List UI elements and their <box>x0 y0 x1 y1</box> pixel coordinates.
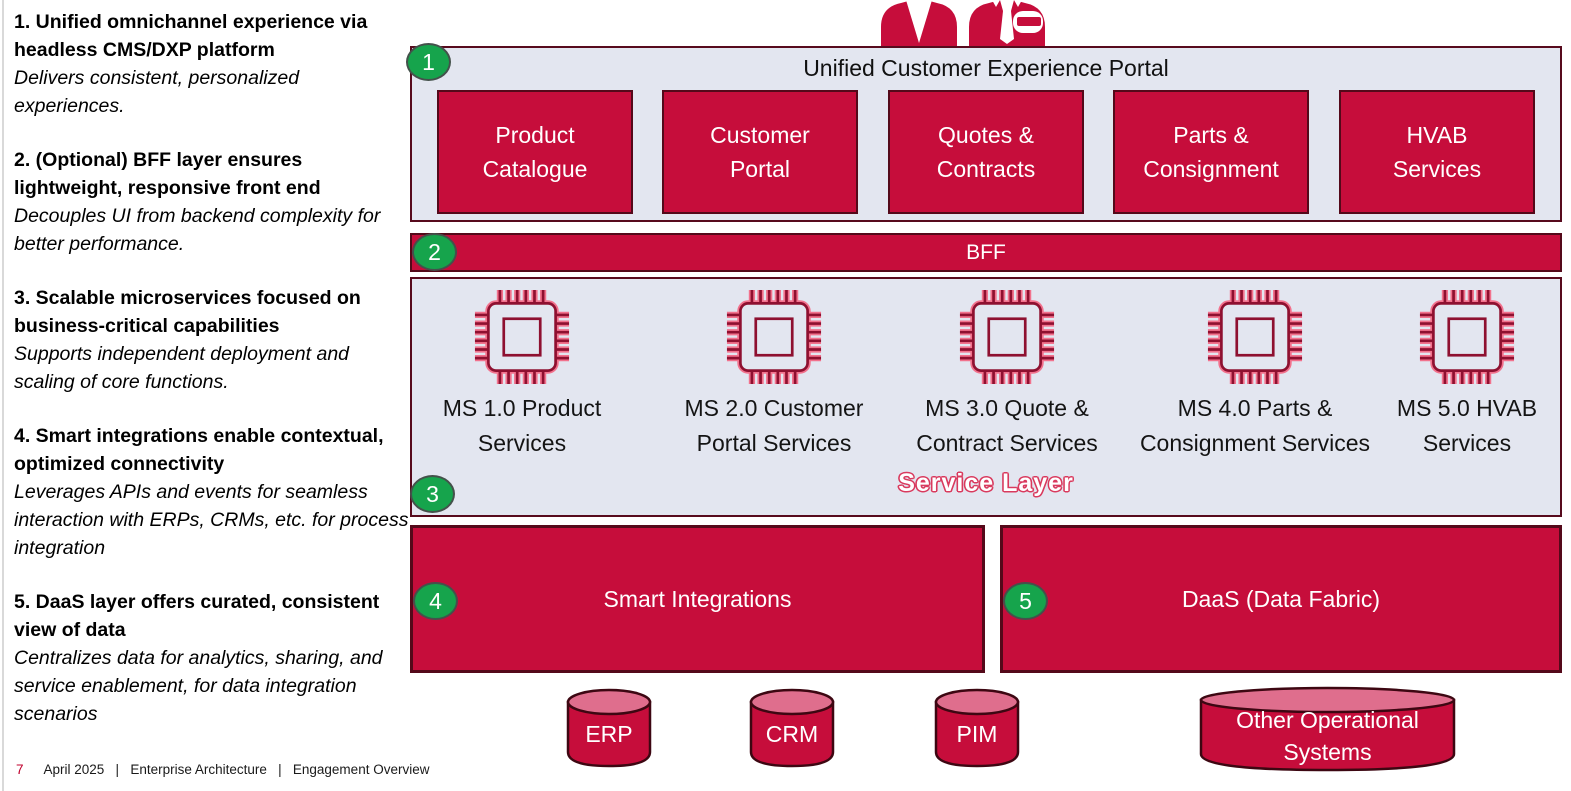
note-heading: 5. DaaS layer offers curated, consistent… <box>14 591 380 641</box>
note-heading: 1. Unified omnichannel experience via he… <box>14 11 368 61</box>
service-layer-panel: MS 1.0 Product Services MS 2.0 Customer … <box>410 277 1562 517</box>
app-label-line: HVAB <box>1406 122 1468 148</box>
marker-badge: 2 <box>412 233 457 271</box>
service-label: MS 4.0 Parts & Consignment Services <box>1115 391 1395 461</box>
app-label-line: Consignment <box>1143 156 1279 182</box>
service-label-line: MS 1.0 Product <box>442 395 602 421</box>
collar-notch <box>992 0 1000 7</box>
bff-bar: BFF <box>410 233 1562 272</box>
portal-app-box: Customer Portal <box>662 90 858 214</box>
service-column: MS 3.0 Quote & Contract Services <box>867 289 1147 461</box>
service-label: MS 1.0 Product Services <box>382 391 662 461</box>
service-label-line: MS 3.0 Quote & <box>925 395 1089 421</box>
service-label-line: MS 2.0 Customer <box>684 395 864 421</box>
smart-integrations-box: Smart Integrations <box>410 525 985 673</box>
datastore-cylinder: PIM <box>933 688 1021 768</box>
database-icon <box>566 688 652 768</box>
datastore-cylinder: Other Operational Systems <box>1198 686 1457 772</box>
service-layer-caption: Service Layer <box>898 469 1074 497</box>
datastore-label: ERP <box>585 721 633 747</box>
portal-app-box: HVAB Services <box>1339 90 1535 214</box>
chip-icon <box>959 289 1055 385</box>
app-label-line: Parts & <box>1173 122 1249 148</box>
minus-icon <box>1017 17 1041 26</box>
service-column: MS 5.0 HVAB Services <box>1327 289 1571 461</box>
marker-badge: 5 <box>1003 582 1048 620</box>
bff-label: BFF <box>966 240 1006 264</box>
marker-number: 2 <box>428 238 441 265</box>
service-column: MS 2.0 Customer Portal Services <box>634 289 914 461</box>
marker-badge: 1 <box>406 43 451 81</box>
portal-app-box: Parts & Consignment <box>1113 90 1309 214</box>
note-heading: 2. (Optional) BFF layer ensures lightwei… <box>14 149 321 199</box>
chip-icon <box>474 289 570 385</box>
service-column: MS 4.0 Parts & Consignment Services <box>1115 289 1395 461</box>
app-label-line: Customer <box>710 122 810 148</box>
chip-icon <box>1207 289 1303 385</box>
service-label-line: MS 4.0 Parts & <box>1177 395 1333 421</box>
tie-shape <box>1000 11 1014 44</box>
database-icon <box>934 688 1020 768</box>
service-label-line: Services <box>477 430 567 456</box>
note-heading: 3. Scalable microservices focused on bus… <box>14 287 361 337</box>
collar-shape <box>906 0 932 43</box>
daas-box: DaaS (Data Fabric) <box>1000 525 1562 673</box>
portal-title: Unified Customer Experience Portal <box>803 55 1169 81</box>
database-icon <box>749 688 835 768</box>
note-description: Supports independent deployment and scal… <box>14 343 350 393</box>
datastore-cylinder: ERP <box>565 688 653 768</box>
note-item: 3. Scalable microservices focused on bus… <box>14 284 410 396</box>
daas-label: DaaS (Data Fabric) <box>1181 585 1381 612</box>
marker-number: 3 <box>426 480 439 507</box>
smart-integrations-label: Smart Integrations <box>603 585 792 612</box>
service-label: MS 5.0 HVAB Services <box>1327 391 1571 461</box>
note-heading: 4. Smart integrations enable contextual,… <box>14 425 384 475</box>
marker-badge: 4 <box>413 582 458 620</box>
datastore-label: Other Operational Systems <box>1236 707 1419 765</box>
app-label-line: Services <box>1392 156 1482 182</box>
datastore-label: PIM <box>956 721 998 747</box>
slide-notes: 1. Unified omnichannel experience via he… <box>14 8 410 754</box>
service-label-line: Portal Services <box>696 430 852 456</box>
datastore-label: CRM <box>765 721 819 747</box>
portal-app-box: Quotes & Contracts <box>888 90 1084 214</box>
note-description: Delivers consistent, personalized experi… <box>14 67 300 117</box>
marker-number: 5 <box>1019 587 1032 614</box>
tie-knot-shape <box>1000 0 1014 11</box>
service-label-line: Services <box>1422 430 1512 456</box>
note-item: 1. Unified omnichannel experience via he… <box>14 8 410 120</box>
chip-icon <box>726 289 822 385</box>
app-label-line: Catalogue <box>482 156 588 182</box>
slide-edge-line <box>2 0 4 791</box>
note-item: 5. DaaS layer offers curated, consistent… <box>14 588 410 728</box>
marker-badge: 3 <box>410 475 455 513</box>
service-label: MS 3.0 Quote & Contract Services <box>867 391 1147 461</box>
database-icon <box>1199 686 1456 772</box>
portal-app-box: Product Catalogue <box>437 90 633 214</box>
note-description: Centralizes data for analytics, sharing,… <box>14 647 383 725</box>
portal-panel: Unified Customer Experience Portal Produ… <box>410 46 1562 222</box>
app-label-line: Portal <box>729 156 791 182</box>
service-label-line: MS 5.0 HVAB <box>1396 395 1538 421</box>
app-label-line: Product <box>495 122 575 148</box>
note-item: 2. (Optional) BFF layer ensures lightwei… <box>14 146 410 258</box>
chip-icon <box>1419 289 1515 385</box>
business-people-icons <box>881 0 1045 46</box>
note-item: 4. Smart integrations enable contextual,… <box>14 422 410 562</box>
service-label: MS 2.0 Customer Portal Services <box>634 391 914 461</box>
note-description: Decouples UI from backend complexity for… <box>14 205 381 255</box>
page-number: 7 <box>16 762 24 777</box>
service-label-line: Contract Services <box>916 430 1098 456</box>
footer-meta: April 2025 | Enterprise Architecture | E… <box>43 762 430 777</box>
slide-footer: 7 April 2025 | Enterprise Architecture | … <box>16 762 429 777</box>
collar-notch <box>1014 0 1022 7</box>
marker-number: 1 <box>422 48 435 75</box>
app-label-line: Quotes & <box>938 122 1034 148</box>
datastore-cylinder: CRM <box>748 688 836 768</box>
note-description: Leverages APIs and events for seamless i… <box>14 481 409 559</box>
service-column: MS 1.0 Product Services <box>382 289 662 461</box>
marker-number: 4 <box>429 587 442 614</box>
app-label-line: Contracts <box>936 156 1036 182</box>
service-label-line: Consignment Services <box>1139 430 1371 456</box>
